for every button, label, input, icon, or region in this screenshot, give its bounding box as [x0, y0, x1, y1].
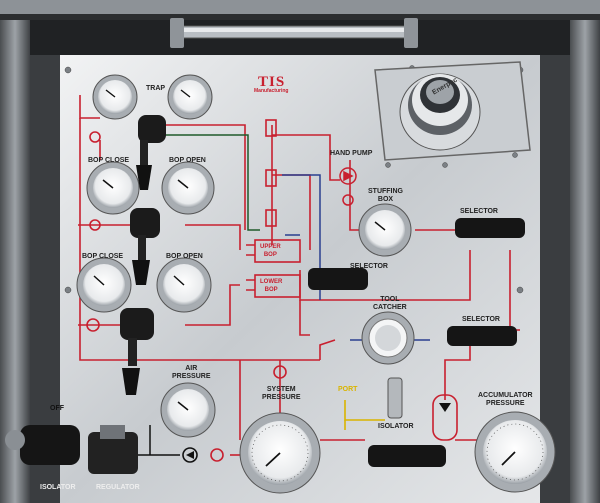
- label-selector-3: SELECTOR: [462, 316, 500, 323]
- selector-handle-center[interactable]: [308, 268, 368, 290]
- gauge-air-pressure: [160, 382, 216, 438]
- gauge-bop-close-1: [86, 161, 140, 215]
- gauge-trap-right: [167, 74, 213, 120]
- regulator-knob[interactable]: [88, 425, 138, 474]
- label-stuffing-box: STUFFING BOX: [368, 188, 403, 203]
- label-bop-close-1: BOP CLOSE: [88, 157, 130, 164]
- label-regulator: REGULATOR: [96, 484, 140, 491]
- selector-handle-stuffing-box[interactable]: [455, 218, 525, 238]
- isolator-handle-center[interactable]: [368, 377, 446, 467]
- gauge-bop-close-2: [76, 257, 132, 313]
- label-upper-bop: UPPER BOP: [260, 244, 281, 258]
- selector-handle-1[interactable]: [136, 115, 166, 190]
- selector-handle-3[interactable]: [120, 308, 154, 395]
- label-port: PORT: [338, 386, 358, 393]
- label-accumulator-pressure: ACCUMULATOR PRESSURE: [478, 392, 533, 407]
- gauge-system-pressure: [239, 412, 321, 494]
- gauge-accumulator-pressure: [474, 411, 556, 493]
- label-off: OFF: [50, 405, 64, 412]
- tool-catcher-port: [361, 311, 415, 365]
- hand-pump-symbol: [339, 167, 357, 206]
- label-air-pressure: AIR PRESSURE: [172, 365, 211, 380]
- gauge-stuffing-box: [358, 203, 412, 257]
- brand-logo-text: TIS: [258, 74, 286, 90]
- selector-handle-tool-catcher[interactable]: [447, 326, 517, 346]
- label-isolator-bottom: ISOLATOR: [40, 484, 76, 491]
- isolator-knob-bottom[interactable]: [5, 425, 80, 465]
- label-tool-catcher: TOOL CATCHER: [373, 296, 407, 311]
- selector-handle-2[interactable]: [130, 208, 160, 285]
- gauge-bop-open-2: [156, 257, 212, 313]
- label-trap: TRAP: [146, 85, 166, 92]
- gauge-bop-open-1: [161, 161, 215, 215]
- label-lower-bop: LOWER BOP: [260, 279, 283, 293]
- label-bop-open-2: BOP OPEN: [166, 253, 203, 260]
- label-bop-close-2: BOP CLOSE: [82, 253, 124, 260]
- gauge-trap-left: [92, 74, 138, 120]
- accumulator-symbol: [432, 394, 458, 441]
- bop-stack-symbol: [246, 119, 301, 298]
- lid-handle[interactable]: [170, 18, 418, 48]
- label-selector-2: SELECTOR: [350, 263, 388, 270]
- brand-subtitle: Manufacturing: [254, 88, 289, 94]
- label-system-pressure: SYSTEM PRESSURE: [262, 386, 301, 401]
- label-isolator-center: ISOLATOR: [378, 423, 414, 430]
- label-bop-open-1: BOP OPEN: [169, 157, 206, 164]
- pressure-regulator-knob[interactable]: [374, 61, 531, 161]
- label-selector-1: SELECTOR: [460, 208, 498, 215]
- label-hand-pump: HAND PUMP: [330, 150, 373, 157]
